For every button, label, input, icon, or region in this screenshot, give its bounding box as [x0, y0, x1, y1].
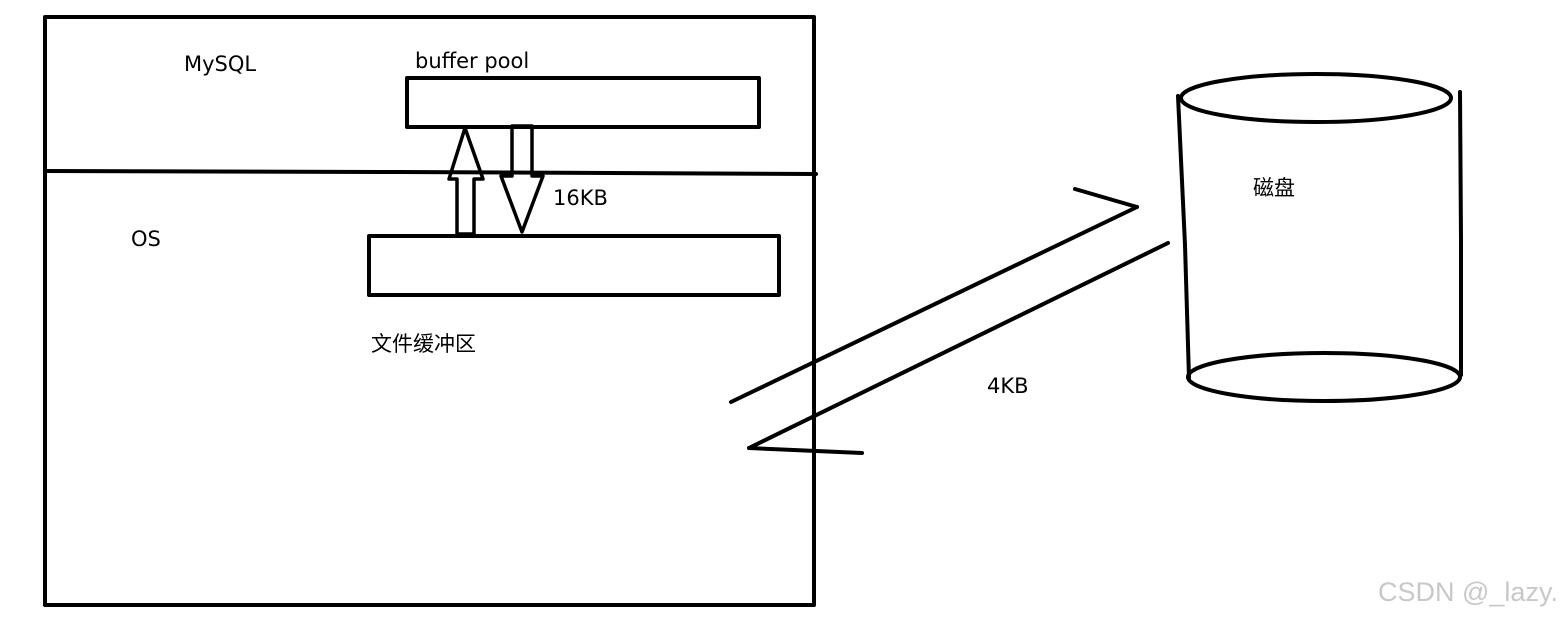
disk-bottom-ellipse: [1186, 351, 1462, 403]
os-label: OS: [131, 227, 161, 251]
disk-block-size-label: 4KB: [987, 374, 1029, 398]
buffer-pool-label: buffer pool: [415, 49, 530, 73]
mysql-label: MySQL: [184, 52, 257, 76]
disk-top-ellipse: [1179, 72, 1453, 124]
arrow-from-disk-shaft: [747, 241, 1170, 450]
watermark: CSDN @_lazy.: [1378, 577, 1558, 607]
disk-label: 磁盘: [1253, 176, 1295, 200]
file-buffer-label: 文件缓冲区: [371, 332, 476, 356]
mysql-os-divider: [43, 169, 818, 176]
down-hollow-arrow: [499, 124, 545, 234]
disk-right-side: [1458, 90, 1463, 377]
up-hollow-arrow: [447, 126, 485, 236]
file-buffer-box: [367, 234, 781, 297]
buffer-pool-box: [405, 76, 761, 129]
system-frame: [43, 15, 816, 607]
arrow-to-disk-shaft: [729, 205, 1139, 404]
disk-left-side: [1176, 94, 1191, 380]
page-size-label: 16KB: [553, 186, 608, 210]
arrow-from-disk-head: [747, 446, 864, 455]
arrow-to-disk-head: [1073, 187, 1139, 209]
